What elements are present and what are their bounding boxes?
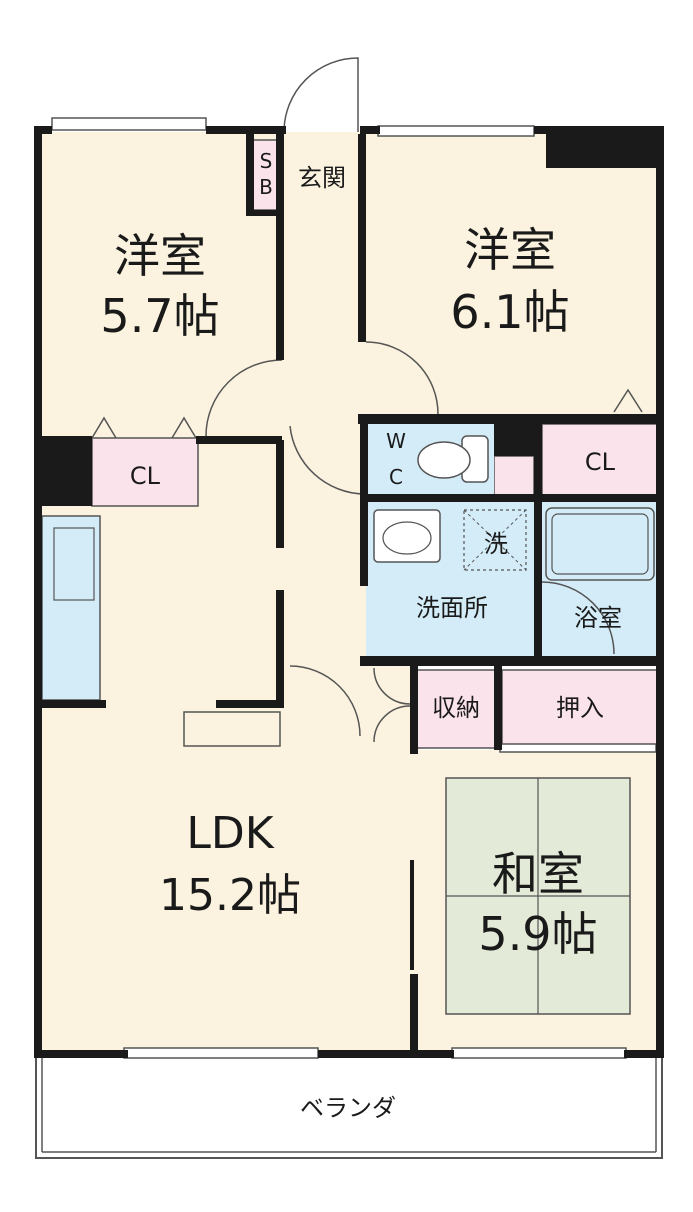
shoe-box-label-top: S: [260, 149, 273, 173]
bathroom-label: 浴室: [574, 604, 622, 632]
closet-nw: [91, 437, 199, 507]
door-storage: [373, 667, 411, 743]
entrance-label: 玄関: [298, 164, 346, 192]
washer-label: 洗: [484, 530, 508, 558]
washroom-label: 洗面所: [416, 594, 488, 622]
western-nw-size: 5.7帖: [100, 289, 219, 343]
washer-pan: [463, 509, 527, 571]
kitchen-sink: [53, 527, 95, 601]
windows: [51, 117, 657, 1059]
japanese-size: 5.9帖: [478, 907, 597, 961]
room-western-nw-floor: [40, 132, 280, 438]
western-ne-size: 6.1帖: [450, 285, 569, 339]
japanese-name: 和室: [492, 847, 584, 901]
wc-pipe-space: [493, 455, 535, 499]
wc-label-top: W: [386, 429, 406, 453]
wc-label-bottom: C: [389, 465, 403, 489]
shoe-box-label-bottom: B: [259, 175, 273, 199]
storage-label: 収納: [432, 694, 480, 722]
entrance-floor: [284, 132, 358, 212]
western-ne-name: 洋室: [464, 223, 556, 277]
balcony-area: [35, 1055, 663, 1159]
door-entrance: [283, 57, 359, 133]
walls: [34, 126, 664, 1058]
closet-ne-label: CL: [585, 448, 616, 476]
shoe-box: [251, 139, 281, 211]
room-western-ne-floor: [366, 134, 658, 416]
door-closet-nw: [91, 416, 197, 439]
bathtub: [545, 507, 655, 581]
door-hall: [289, 425, 365, 495]
toilet-bowl: [417, 441, 471, 479]
ldk-size: 15.2帖: [159, 870, 301, 921]
oshiire-closet: [501, 669, 659, 749]
oshiire-label: 押入: [556, 694, 604, 722]
ldk-name: LDK: [186, 808, 274, 859]
door-western-nw: [205, 359, 283, 437]
kitchen-counter: [41, 515, 101, 701]
kitchen-partition: [183, 711, 281, 747]
door-bathroom: [541, 581, 615, 655]
western-nw-name: 洋室: [114, 229, 206, 283]
balcony-label: ベランダ: [300, 1094, 396, 1122]
wash-basin-bowl: [382, 521, 432, 555]
door-ldk: [289, 665, 361, 737]
closet-ne: [541, 423, 659, 499]
bathtub-inner: [551, 513, 649, 575]
closet-nw-label: CL: [130, 462, 161, 490]
door-closet-ne: [613, 388, 643, 413]
door-western-ne: [365, 341, 439, 415]
washer-pan-cross: [463, 509, 527, 571]
